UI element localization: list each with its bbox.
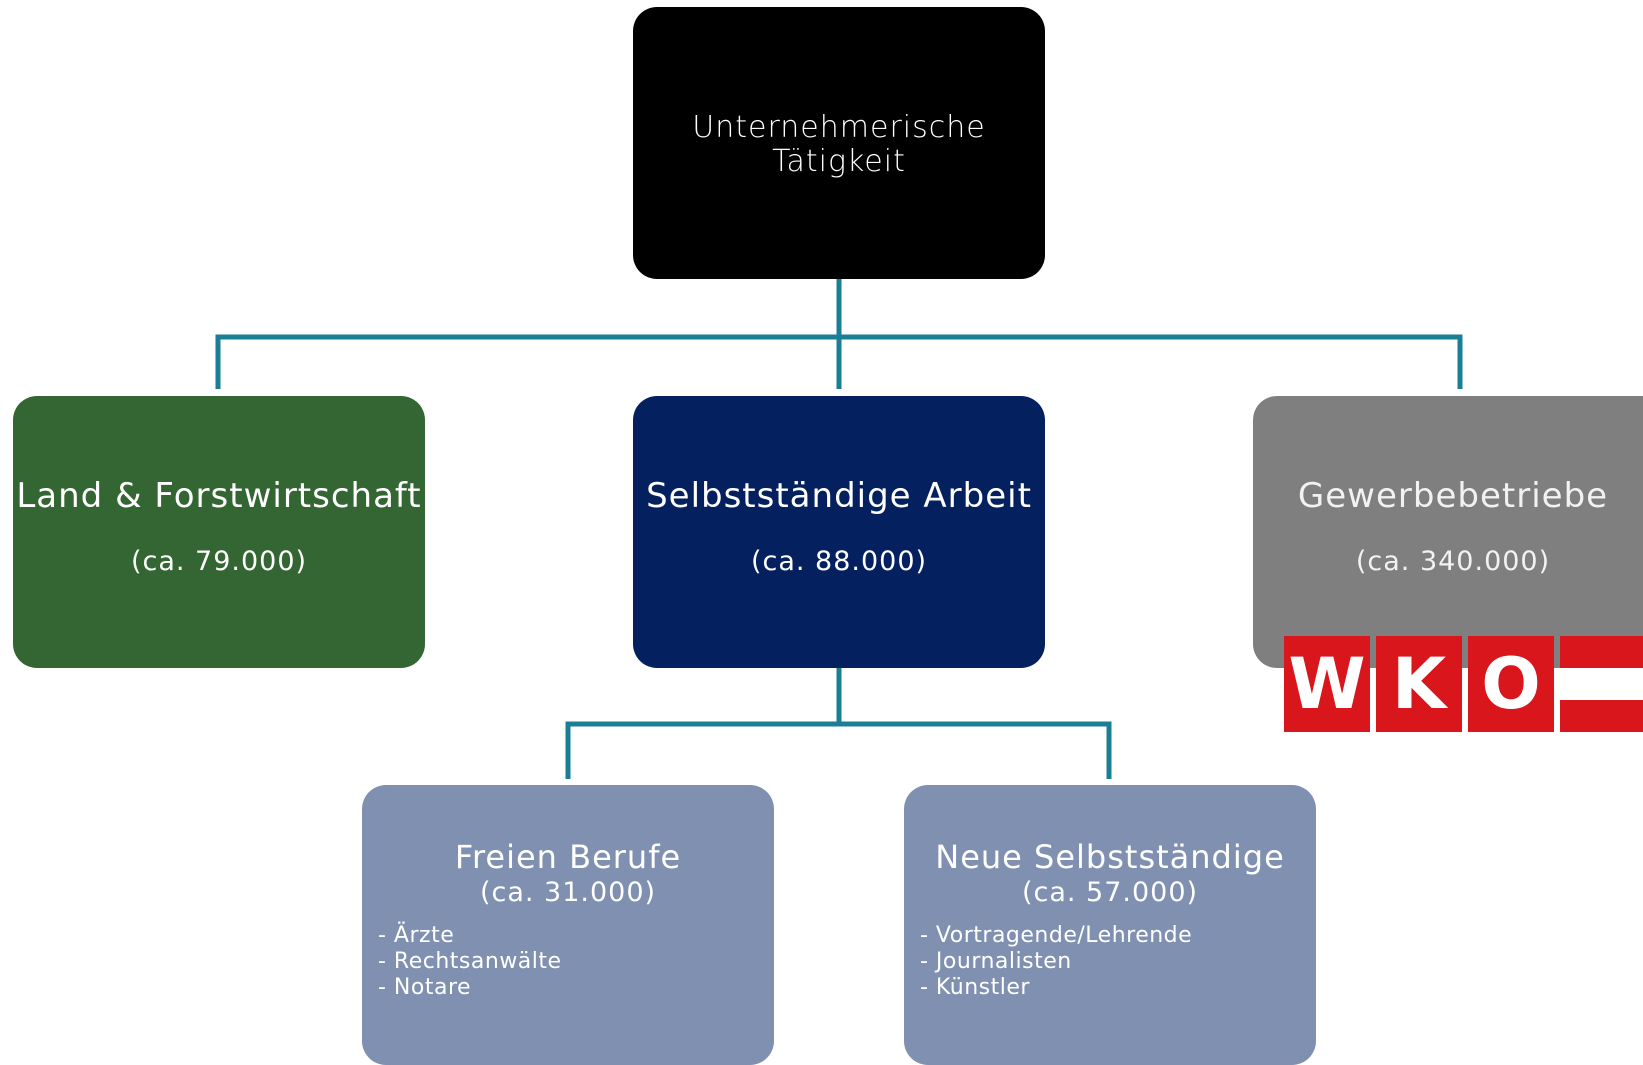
node-title: Land & Forstwirtschaft xyxy=(16,476,422,516)
list-item: - Vortragende/Lehrende xyxy=(920,923,1193,948)
wko-logo-letter: K xyxy=(1376,636,1462,732)
austrian-flag-icon xyxy=(1560,636,1643,732)
root-title-line-2: Tätigkeit xyxy=(772,144,906,179)
root-title-line-1: Unternehmerische xyxy=(692,110,986,145)
node-title: Freien Berufe xyxy=(454,838,682,876)
node-count: (ca. 340.000) xyxy=(1355,546,1551,577)
connector-root-to-level1 xyxy=(215,279,1463,389)
wko-logo-letter: W xyxy=(1284,636,1370,732)
node-count: (ca. 57.000) xyxy=(1021,877,1199,908)
node-land-forstwirtschaft: Land & Forstwirtschaft (ca. 79.000) xyxy=(13,396,425,668)
node-title: Gewerbebetriebe xyxy=(1297,476,1609,516)
list-item: - Ärzte xyxy=(378,923,455,948)
node-title: Neue Selbstständige xyxy=(935,838,1285,876)
root-node: Unternehmerische Tätigkeit xyxy=(633,7,1045,279)
list-item: - Künstler xyxy=(920,975,1030,1000)
node-count: (ca. 79.000) xyxy=(130,546,308,577)
root-title: Unternehmerische Tätigkeit xyxy=(633,111,1045,179)
node-count: (ca. 31.000) xyxy=(479,877,657,908)
node-count: (ca. 88.000) xyxy=(750,546,928,577)
node-freien-berufe: Freien Berufe (ca. 31.000) - Ärzte - Rec… xyxy=(362,785,774,1065)
node-item-list: - Ärzte - Rechtsanwälte - Notare xyxy=(378,923,562,1001)
list-item: - Notare xyxy=(378,975,472,1000)
list-item: - Rechtsanwälte xyxy=(378,949,562,974)
node-neue-selbststaendige: Neue Selbstständige (ca. 57.000) - Vortr… xyxy=(904,785,1316,1065)
node-selbststaendige-arbeit: Selbstständige Arbeit (ca. 88.000) xyxy=(633,396,1045,668)
node-title: Selbstständige Arbeit xyxy=(646,476,1032,516)
node-item-list: - Vortragende/Lehrende - Journalisten - … xyxy=(920,923,1192,1001)
wko-logo: W K O xyxy=(1284,636,1643,732)
connector-selbststaendige-to-level2 xyxy=(565,668,1112,779)
list-item: - Journalisten xyxy=(920,949,1072,974)
node-gewerbebetriebe: Gewerbebetriebe (ca. 340.000) xyxy=(1253,396,1643,668)
wko-logo-letter: O xyxy=(1468,636,1554,732)
